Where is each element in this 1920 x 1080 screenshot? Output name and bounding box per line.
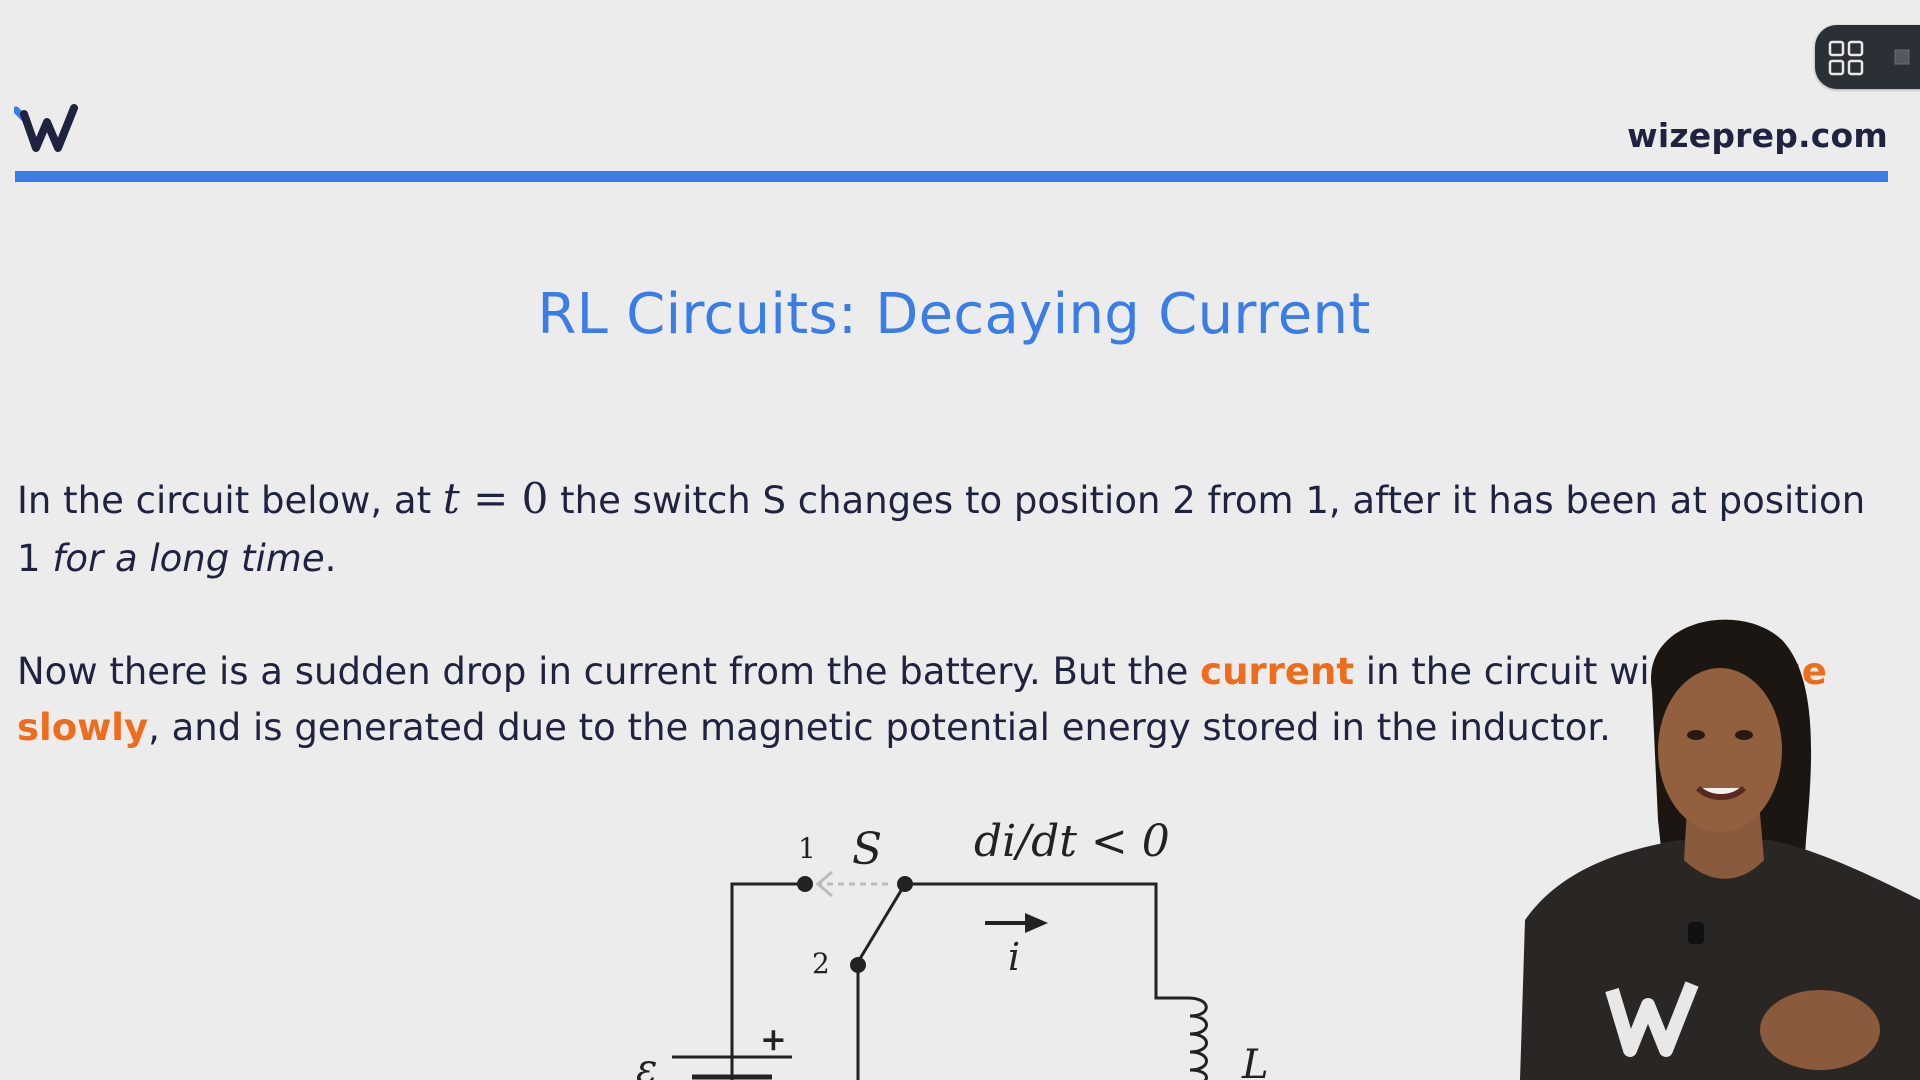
label-current-i: i — [1008, 935, 1020, 979]
presenter-video-overlay — [1520, 619, 1920, 1080]
rl-circuit-diagram: 1 S di/dt < 0 2 i + ε L — [636, 816, 1269, 1080]
inductor-coil — [1187, 996, 1208, 1080]
label-plus: + — [760, 1020, 787, 1058]
presenter-eye-left — [1687, 730, 1705, 740]
square-icon[interactable] — [1894, 49, 1910, 65]
view-controls — [1815, 25, 1920, 89]
label-emf: ε — [636, 1046, 657, 1080]
left-wire — [730, 882, 805, 1080]
math-t-equals-0: t = 0 — [442, 474, 549, 523]
presenter-hands — [1760, 990, 1880, 1070]
presenter-eye-right — [1735, 730, 1753, 740]
top-right-wire — [905, 882, 1188, 1000]
explanation-paragraph: Now there is a sudden drop in current fr… — [17, 650, 1827, 749]
current-arrow-head — [1025, 913, 1048, 933]
label-node-1: 1 — [798, 832, 816, 865]
label-switch-S: S — [852, 824, 882, 875]
wizeprep-logo-icon — [14, 104, 78, 152]
grid-view-icon[interactable] — [1828, 40, 1864, 76]
switch-blade — [856, 883, 907, 963]
presenter-shirt-logo-icon — [1605, 981, 1699, 1057]
presenter-face — [1658, 668, 1782, 832]
lapel-mic-icon — [1688, 922, 1704, 944]
para1-text-a: In the circuit below, at — [17, 479, 443, 522]
label-inductor-L: L — [1241, 1042, 1269, 1080]
label-node-2: 2 — [812, 947, 830, 980]
switch-motion-arrowhead — [815, 870, 833, 898]
label-didt: di/dt < 0 — [974, 816, 1170, 867]
slide-title: RL Circuits: Decaying Current — [537, 282, 1371, 347]
para1-italic: for a long time — [52, 537, 325, 580]
presenter-mouth — [1695, 785, 1747, 800]
para1-text-b: the switch S changes to position 2 from … — [17, 479, 1866, 580]
node-1 — [797, 876, 813, 892]
header-divider — [15, 171, 1888, 182]
site-name[interactable]: wizeprep.com — [1627, 116, 1888, 155]
highlight-current: current — [1200, 650, 1355, 693]
intro-paragraph: In the circuit below, at t = 0 the switc… — [17, 474, 1866, 580]
